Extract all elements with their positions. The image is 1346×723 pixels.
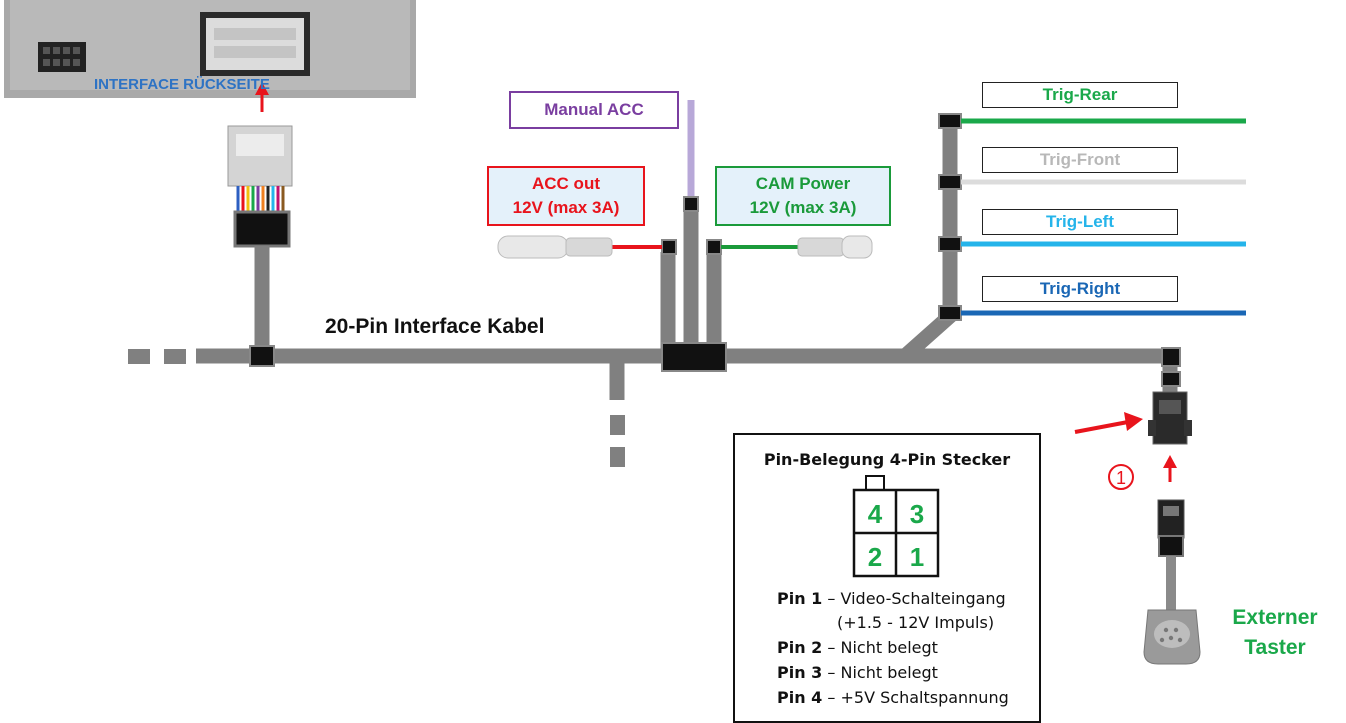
pin-4-number: 4 bbox=[868, 499, 883, 529]
connector-4pin-socket bbox=[1148, 391, 1192, 445]
pin-4-num: Pin 4 bbox=[777, 688, 823, 707]
interface-port-small bbox=[38, 42, 86, 72]
marker-circle bbox=[1108, 464, 1134, 490]
trig-front-label: Trig-Front bbox=[982, 147, 1178, 173]
cam-terminal bbox=[797, 235, 873, 259]
cam-power-line1: CAM Power bbox=[755, 174, 851, 193]
connector-4pin-plug bbox=[1157, 499, 1185, 612]
external-button bbox=[1143, 609, 1201, 665]
pin-1-text-cont: (+1.5 - 12V Impuls) bbox=[837, 613, 995, 632]
acc-out-line2: 12V (max 3A) bbox=[512, 198, 620, 217]
pin-1-desc: Pin 1 – Video-Schalteingang bbox=[777, 589, 1006, 608]
connector-pin-diagram: 4 3 2 1 bbox=[852, 475, 940, 578]
marker-number: 1 bbox=[1116, 468, 1126, 488]
pin-3-text: – Nicht belegt bbox=[827, 663, 938, 682]
cam-power-line2: 12V (max 3A) bbox=[749, 198, 857, 217]
pin-1-text: – Video-Schalteingang bbox=[827, 589, 1006, 608]
arrow-right-icon bbox=[1124, 412, 1143, 431]
pin-2-num: Pin 2 bbox=[777, 638, 823, 657]
pin-1-number: 1 bbox=[910, 542, 924, 572]
cam-power-label: CAM Power 12V (max 3A) bbox=[715, 166, 891, 226]
pin-4-text: – +5V Schaltspannung bbox=[827, 688, 1009, 707]
interface-rear-label: INTERFACE RÜCKSEITE bbox=[94, 76, 270, 93]
pin-assignment-box: Pin-Belegung 4-Pin Stecker 4 3 2 1 Pin 1… bbox=[733, 433, 1041, 723]
trig-right-label: Trig-Right bbox=[982, 276, 1178, 302]
pin-3-desc: Pin 3 – Nicht belegt bbox=[777, 663, 938, 682]
pin-3-number: 3 bbox=[910, 499, 924, 529]
acc-terminal bbox=[497, 235, 613, 259]
pin-2-number: 2 bbox=[868, 542, 882, 572]
pin-2-desc: Pin 2 – Nicht belegt bbox=[777, 638, 938, 657]
plug-20pin bbox=[227, 125, 293, 248]
manual-acc-label: Manual ACC bbox=[509, 91, 679, 129]
pin-3-num: Pin 3 bbox=[777, 663, 823, 682]
acc-out-line1: ACC out bbox=[532, 174, 600, 193]
trig-rear-label: Trig-Rear bbox=[982, 82, 1178, 108]
arrow-up-icon bbox=[255, 82, 269, 95]
pin-2-text: – Nicht belegt bbox=[827, 638, 938, 657]
external-button-label: Externer Taster bbox=[1210, 603, 1340, 663]
pin-4-desc: Pin 4 – +5V Schaltspannung bbox=[777, 688, 1009, 707]
interface-unit bbox=[4, 0, 416, 98]
external-button-line2: Taster bbox=[1244, 636, 1306, 659]
acc-out-label: ACC out 12V (max 3A) bbox=[487, 166, 645, 226]
cable-dashes bbox=[128, 349, 625, 467]
external-button-line1: Externer bbox=[1232, 606, 1318, 629]
trig-left-label: Trig-Left bbox=[982, 209, 1178, 235]
cable-label: 20-Pin Interface Kabel bbox=[325, 315, 545, 338]
arrow-up-icon bbox=[1163, 455, 1177, 468]
pin-1-num: Pin 1 bbox=[777, 589, 823, 608]
pin-box-title: Pin-Belegung 4-Pin Stecker bbox=[763, 450, 1011, 469]
pin-1-desc-cont: (+1.5 - 12V Impuls) bbox=[837, 613, 994, 632]
